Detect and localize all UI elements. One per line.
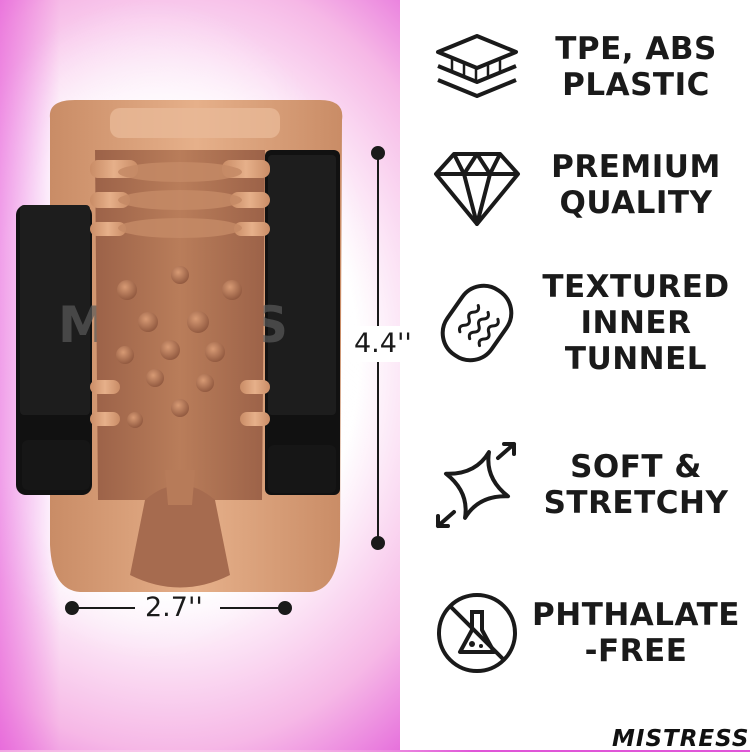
width-label: 2.7'' (145, 592, 203, 623)
product-top-cap (110, 108, 280, 138)
brand-logo: MISTRESS (612, 726, 750, 752)
feature-label: TEXTURED INNER TUNNEL (542, 269, 730, 377)
diamond-icon (434, 152, 520, 226)
inner-ribs (118, 162, 242, 238)
inner-bumps (116, 266, 242, 428)
bottom-opening (130, 485, 230, 588)
channel-ridges (90, 160, 270, 426)
textured-tunnel-icon (440, 283, 514, 363)
stretch-arrows-icon (436, 442, 516, 528)
no-flask-icon (437, 593, 517, 673)
feature-phthalate-free: PHTHALATE -FREE (432, 578, 750, 688)
feature-label: PHTHALATE -FREE (532, 597, 740, 669)
height-label: 4.4'' (354, 328, 412, 359)
features-panel (400, 0, 750, 750)
feature-quality: PREMIUM QUALITY (432, 130, 750, 240)
feature-label: PREMIUM QUALITY (551, 149, 721, 221)
layers-icon (436, 34, 518, 98)
left-sleeve-band (16, 205, 92, 495)
feature-texture: TEXTURED INNER TUNNEL (432, 268, 750, 378)
feature-label: TPE, ABS PLASTIC (555, 31, 717, 103)
feature-label: SOFT & STRETCHY (543, 449, 729, 521)
feature-material: TPE, ABS PLASTIC (432, 12, 750, 122)
right-sleeve-band (265, 150, 340, 495)
width-dimension (65, 601, 292, 615)
feature-stretch: SOFT & STRETCHY (432, 430, 750, 540)
